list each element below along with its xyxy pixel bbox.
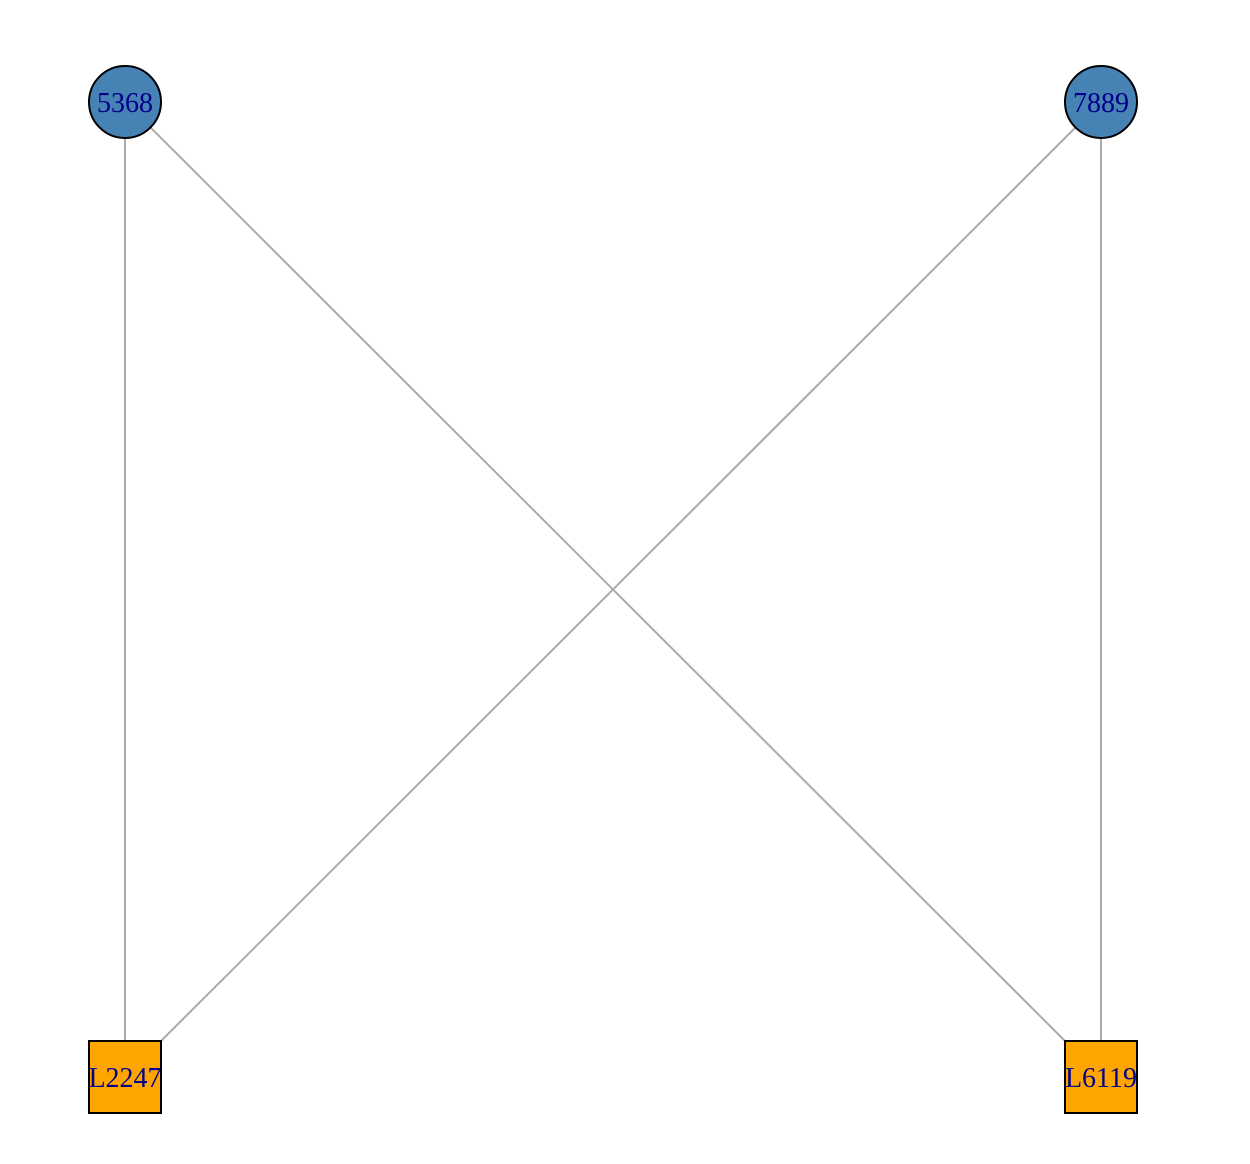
node-label-L6119: L6119 bbox=[1065, 1063, 1137, 1094]
node-5368: 5368 bbox=[88, 65, 162, 139]
edges-layer bbox=[124, 101, 1102, 1078]
node-label-L2247: L2247 bbox=[88, 1063, 161, 1094]
node-square-L6119 bbox=[1064, 1040, 1138, 1114]
node-L2247: L2247 bbox=[88, 1040, 162, 1114]
node-L6119: L6119 bbox=[1064, 1040, 1138, 1114]
node-label-5368: 5368 bbox=[97, 88, 153, 119]
node-circle-7889 bbox=[1064, 65, 1138, 139]
edge-7889-L2247 bbox=[124, 101, 1102, 1078]
node-square-L2247 bbox=[88, 1040, 162, 1114]
node-7889: 7889 bbox=[1064, 65, 1138, 139]
node-circle-5368 bbox=[88, 65, 162, 139]
node-label-7889: 7889 bbox=[1073, 88, 1129, 119]
